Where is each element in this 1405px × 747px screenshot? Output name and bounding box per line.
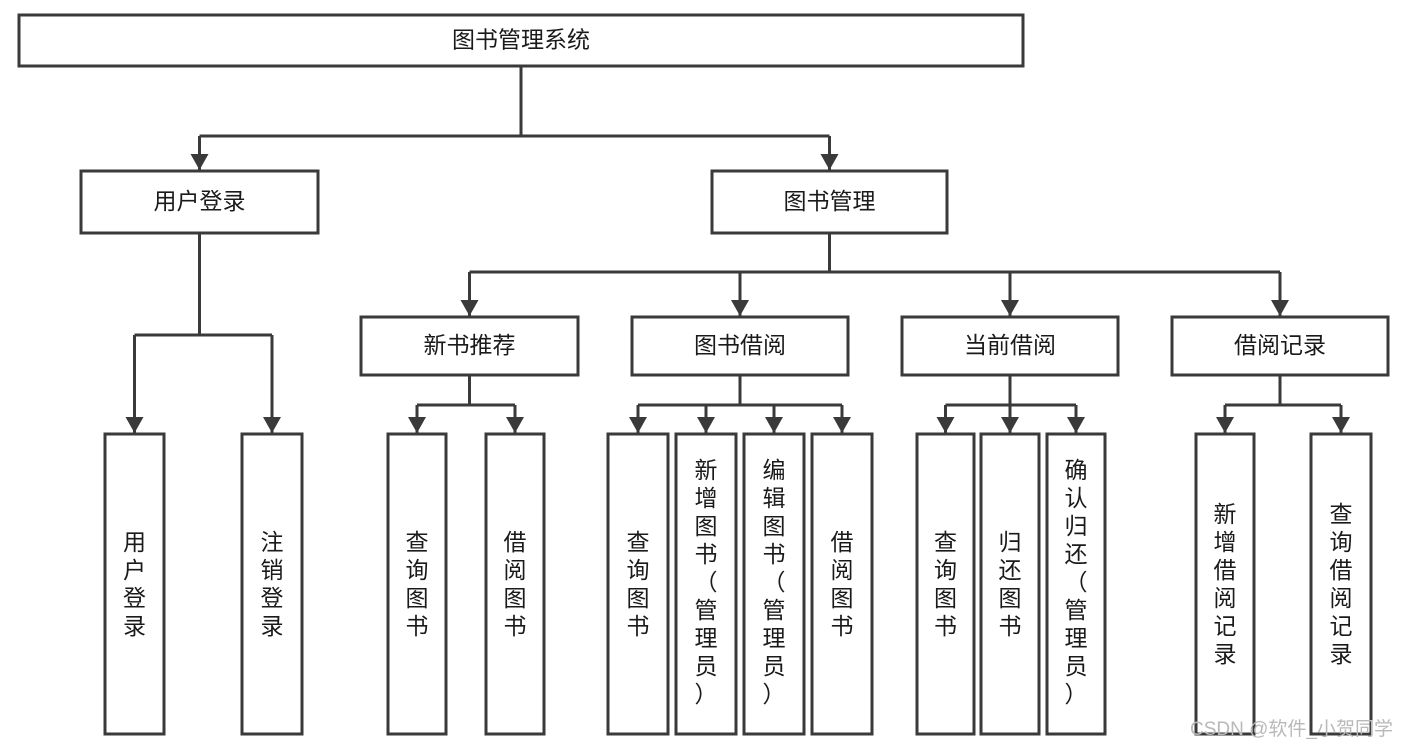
node-box[interactable]	[1045, 432, 1107, 736]
connector-layer	[125, 66, 1350, 433]
arrow-head-icon	[765, 417, 783, 433]
arrow-head-icon	[1271, 300, 1289, 316]
arrow-head-icon	[125, 417, 144, 433]
node-label: 新书推荐	[424, 332, 516, 358]
node-box[interactable]	[484, 432, 546, 736]
node-leaf-0[interactable]: 用户登录	[103, 432, 166, 736]
arrow-head-icon	[1001, 300, 1019, 316]
node-box[interactable]	[359, 315, 580, 377]
node-leaf-2[interactable]: 查询图书	[386, 432, 448, 736]
arrow-head-icon	[190, 154, 209, 170]
node-label: 编辑图书（管理员）	[763, 457, 786, 707]
node-leaf-5[interactable]: 新增图书（管理员）	[674, 432, 738, 736]
node-label: 查询图书	[627, 529, 650, 639]
node-label: 借阅图书	[831, 529, 854, 639]
node-label: 当前借阅	[964, 332, 1056, 358]
node-leaf-1[interactable]: 注销登录	[240, 432, 304, 736]
node-level2-2[interactable]: 当前借阅	[900, 315, 1120, 377]
node-label: 新增借阅记录	[1214, 501, 1237, 667]
node-label: 查询图书	[406, 529, 429, 639]
arrow-head-icon	[460, 300, 479, 316]
node-level2-1[interactable]: 图书借阅	[630, 315, 850, 377]
node-layer: 图书管理系统用户登录图书管理新书推荐图书借阅当前借阅借阅记录用户登录注销登录查询…	[17, 13, 1390, 736]
node-label: 归还图书	[999, 529, 1022, 639]
node-box[interactable]	[1309, 432, 1373, 736]
node-box[interactable]	[79, 169, 320, 235]
arrow-head-icon	[936, 417, 955, 433]
arrow-head-icon	[506, 417, 524, 433]
node-box[interactable]	[979, 432, 1041, 736]
arrow-head-icon	[697, 417, 715, 433]
arrow-head-icon	[408, 417, 426, 433]
node-label: 查询借阅记录	[1330, 501, 1353, 667]
arrow-head-icon	[1216, 417, 1234, 433]
arrow-head-icon	[263, 417, 281, 433]
node-leaf-7[interactable]: 借阅图书	[810, 432, 874, 736]
arrow-head-icon	[1001, 417, 1019, 433]
node-root-0[interactable]: 图书管理系统	[17, 13, 1025, 68]
node-box[interactable]	[386, 432, 448, 736]
node-leaf-9[interactable]: 归还图书	[979, 432, 1041, 736]
arrow-head-icon	[833, 417, 851, 433]
node-box[interactable]	[240, 432, 304, 736]
node-box[interactable]	[742, 432, 806, 736]
node-box[interactable]	[606, 432, 670, 736]
node-level1-0[interactable]: 用户登录	[79, 169, 320, 235]
node-label: 确认归还（管理员）	[1065, 457, 1088, 707]
watermark-text: CSDN @软件_小贺同学	[1190, 719, 1393, 740]
node-box[interactable]	[900, 315, 1120, 377]
node-label: 新增图书（管理员）	[695, 457, 718, 707]
node-label: 借阅图书	[504, 529, 527, 639]
node-leaf-4[interactable]: 查询图书	[606, 432, 670, 736]
node-box[interactable]	[674, 432, 738, 736]
node-label: 图书借阅	[694, 332, 786, 358]
node-label: 用户登录	[154, 188, 246, 214]
node-level2-0[interactable]: 新书推荐	[359, 315, 580, 377]
node-leaf-11[interactable]: 新增借阅记录	[1194, 432, 1256, 736]
arrow-head-icon	[731, 300, 749, 316]
node-leaf-10[interactable]: 确认归还（管理员）	[1045, 432, 1107, 736]
arrow-head-icon	[1067, 417, 1085, 433]
node-level1-1[interactable]: 图书管理	[710, 169, 949, 235]
node-label: 用户登录	[123, 529, 146, 639]
node-box[interactable]	[810, 432, 874, 736]
node-box[interactable]	[1170, 315, 1390, 377]
node-leaf-3[interactable]: 借阅图书	[484, 432, 546, 736]
node-leaf-8[interactable]: 查询图书	[915, 432, 976, 736]
node-box[interactable]	[1194, 432, 1256, 736]
node-level2-3[interactable]: 借阅记录	[1170, 315, 1390, 377]
node-label: 查询图书	[934, 529, 957, 639]
node-box[interactable]	[915, 432, 976, 736]
node-label: 图书管理系统	[452, 27, 590, 53]
arrow-head-icon	[1332, 417, 1350, 433]
node-box[interactable]	[710, 169, 949, 235]
node-leaf-6[interactable]: 编辑图书（管理员）	[742, 432, 806, 736]
node-box[interactable]	[630, 315, 850, 377]
node-box[interactable]	[17, 13, 1025, 68]
arrow-head-icon	[820, 154, 839, 170]
node-box[interactable]	[103, 432, 166, 736]
node-label: 图书管理	[784, 188, 876, 214]
node-label: 注销登录	[261, 529, 284, 639]
node-leaf-12[interactable]: 查询借阅记录	[1309, 432, 1373, 736]
arrow-head-icon	[629, 417, 647, 433]
node-label: 借阅记录	[1234, 332, 1326, 358]
